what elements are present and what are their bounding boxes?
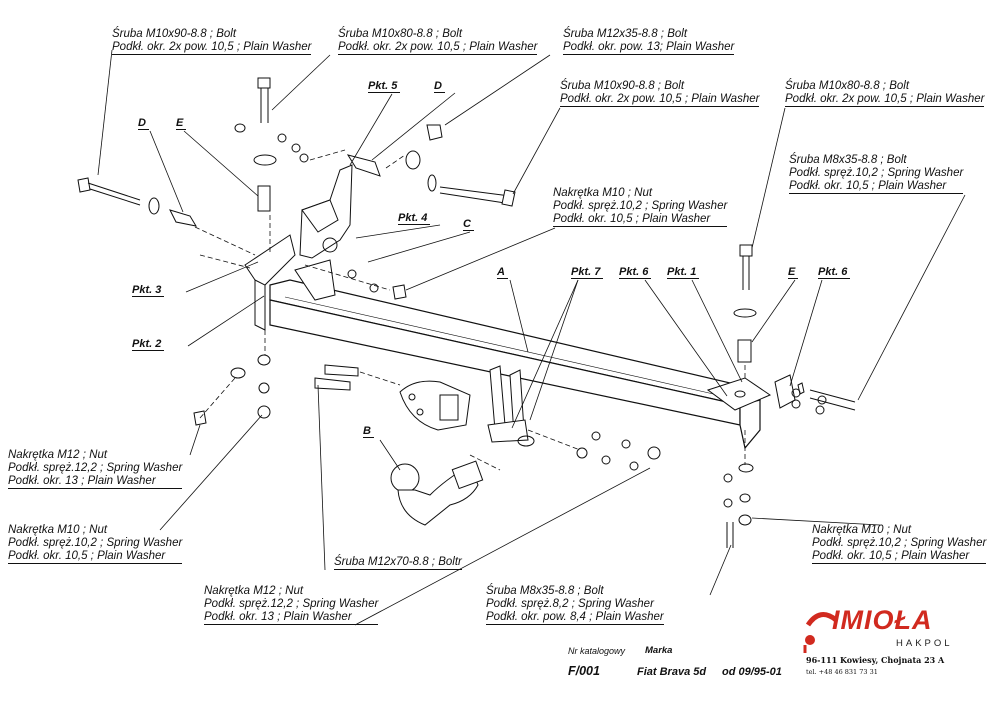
label-line: Podkł. okr. 2x pow. 10,5 ; Plain Washer — [112, 41, 312, 55]
socket-plate — [399, 380, 471, 431]
company-logo-mark — [803, 612, 838, 653]
company-address: 96-111 Kowiesy, Chojnata 23 A — [806, 655, 945, 665]
label-line: Podkł. spręż.10,2 ; Spring Washer — [812, 537, 987, 549]
label-line: Śruba M8x35-8.8 ; Bolt — [789, 154, 907, 166]
leader-lines — [97, 49, 966, 626]
label-line: Podkł. okr. pow. 13; Plain Washer — [563, 41, 735, 55]
tag-e-left: E — [176, 117, 187, 130]
label-line: Śruba M10x80-8.8 ; Bolt — [785, 80, 910, 92]
tag-a: A — [497, 266, 508, 279]
label-line: Nakrętka M12 ; Nut — [204, 585, 304, 597]
label-line: Podkł. okr. 13 ; Plain Washer — [204, 611, 379, 625]
tag-pkt2: Pkt. 2 — [132, 338, 165, 351]
label-bolt-m10x90-mid: Śruba M10x90-8.8 ; Bolt Podkł. okr. 2x p… — [560, 80, 760, 107]
label-line: Podkł. spręż.10,2 ; Spring Washer — [553, 200, 728, 212]
company-phone: tel. +48 46 831 73 31 — [806, 668, 878, 676]
tag-d-top: D — [434, 80, 445, 93]
label-line: Nakrętka M10 ; Nut — [8, 524, 108, 536]
label-nut-m10-right: Nakrętka M10 ; Nut Podkł. spręż.10,2 ; S… — [812, 524, 987, 564]
label-line: Podkł. spręż.10,2 ; Spring Washer — [789, 167, 964, 179]
upper-bracket — [294, 164, 353, 301]
label-line: Podkł. okr. pow. 8,4 ; Plain Washer — [486, 611, 664, 625]
label-line: Podkł. okr. 2x pow. 10,5 ; Plain Washer — [785, 93, 985, 107]
tag-pkt3: Pkt. 3 — [132, 284, 165, 297]
label-line: Nakrętka M12 ; Nut — [8, 449, 108, 461]
label-line: Podkł. okr. 2x pow. 10,5 ; Plain Washer — [560, 93, 760, 107]
label-line: Nakrętka M10 ; Nut — [812, 524, 912, 536]
label-line: Śruba M12x35-8.8 ; Bolt — [563, 28, 688, 40]
label-line: Podkł. okr. 10,5 ; Plain Washer — [8, 550, 183, 564]
tag-pkt7: Pkt. 7 — [571, 266, 604, 279]
label-bolt-m10x90-left: Śruba M10x90-8.8 ; Bolt Podkł. okr. 2x p… — [112, 28, 312, 55]
tag-d-left: D — [138, 117, 149, 130]
tag-e-right: E — [788, 266, 799, 279]
tag-pkt5: Pkt. 5 — [368, 80, 401, 93]
label-line: Podkł. okr. 10,5 ; Plain Washer — [789, 180, 964, 194]
brand-label: Marka — [645, 645, 673, 656]
assembly-dashes — [194, 149, 746, 471]
tag-c: C — [463, 218, 474, 231]
label-line: Podkł. spręż.10,2 ; Spring Washer — [8, 537, 183, 549]
bolts — [77, 77, 856, 548]
label-line: Podkł. okr. 2x pow. 10,5 ; Plain Washer — [338, 41, 538, 55]
label-bolt-m12x70: Śruba M12x70-8.8 ; Boltr — [334, 556, 462, 570]
label-nut-m12-bottom: Nakrętka M12 ; Nut Podkł. spręż.12,2 ; S… — [204, 585, 379, 625]
tag-pkt1: Pkt. 1 — [667, 266, 700, 279]
tag-b: B — [363, 425, 374, 438]
main-beam — [269, 279, 761, 450]
label-line: Podkł. okr. 10,5 ; Plain Washer — [812, 550, 987, 564]
label-bolt-m10x80-right: Śruba M10x80-8.8 ; Bolt Podkł. okr. 2x p… — [785, 80, 985, 107]
label-line: Śruba M12x70-8.8 ; Boltr — [334, 556, 462, 570]
label-bolt-m8x35-right: Śruba M8x35-8.8 ; Bolt Podkł. spręż.10,2… — [789, 154, 964, 194]
right-mount-plate — [706, 374, 796, 411]
label-line: Podkł. okr. 13 ; Plain Washer — [8, 475, 183, 489]
label-bolt-m8x35-bottom: Śruba M8x35-8.8 ; Bolt Podkł. spręż.8,2 … — [486, 585, 664, 625]
company-name: IMIOŁA — [832, 605, 933, 635]
label-nut-m12-left: Nakrętka M12 ; Nut Podkł. spręż.12,2 ; S… — [8, 449, 183, 489]
company-sub: HAKPOL — [896, 638, 953, 649]
label-line: Podkł. spręż.8,2 ; Spring Washer — [486, 598, 654, 610]
tag-pkt4: Pkt. 4 — [398, 212, 431, 225]
ball-bracket — [487, 365, 535, 447]
label-bolt-m12x35: Śruba M12x35-8.8 ; Bolt Podkł. okr. pow.… — [563, 28, 735, 55]
label-nut-m10-left: Nakrętka M10 ; Nut Podkł. spręż.10,2 ; S… — [8, 524, 183, 564]
label-line: Podkł. okr. 10,5 ; Plain Washer — [553, 213, 728, 227]
label-line: Śruba M10x80-8.8 ; Bolt — [338, 28, 463, 40]
washers — [193, 123, 827, 526]
label-bolt-m10x80-top: Śruba M10x80-8.8 ; Bolt Podkł. okr. 2x p… — [338, 28, 538, 55]
label-line: Podkł. spręż.12,2 ; Spring Washer — [204, 598, 379, 610]
catalog-number: F/001 — [568, 664, 600, 678]
date-range: od 09/95-01 — [722, 666, 782, 678]
label-line: Śruba M10x90-8.8 ; Bolt — [560, 80, 685, 92]
label-line: Nakrętka M10 ; Nut — [553, 187, 653, 199]
tag-pkt6-mid: Pkt. 6 — [619, 266, 652, 279]
left-mount-plate — [244, 234, 296, 331]
label-line: Śruba M8x35-8.8 ; Bolt — [486, 585, 604, 597]
catalog-label: Nr katalogowy — [568, 646, 626, 656]
vehicle-model: Fiat Brava 5d — [637, 666, 707, 678]
label-line: Śruba M10x90-8.8 ; Bolt — [112, 28, 237, 40]
label-line: Podkł. spręż.12,2 ; Spring Washer — [8, 462, 183, 474]
tag-pkt6-right: Pkt. 6 — [818, 266, 851, 279]
label-nut-m10-center: Nakrętka M10 ; Nut Podkł. spręż.10,2 ; S… — [553, 187, 728, 227]
tow-ball — [390, 460, 484, 526]
